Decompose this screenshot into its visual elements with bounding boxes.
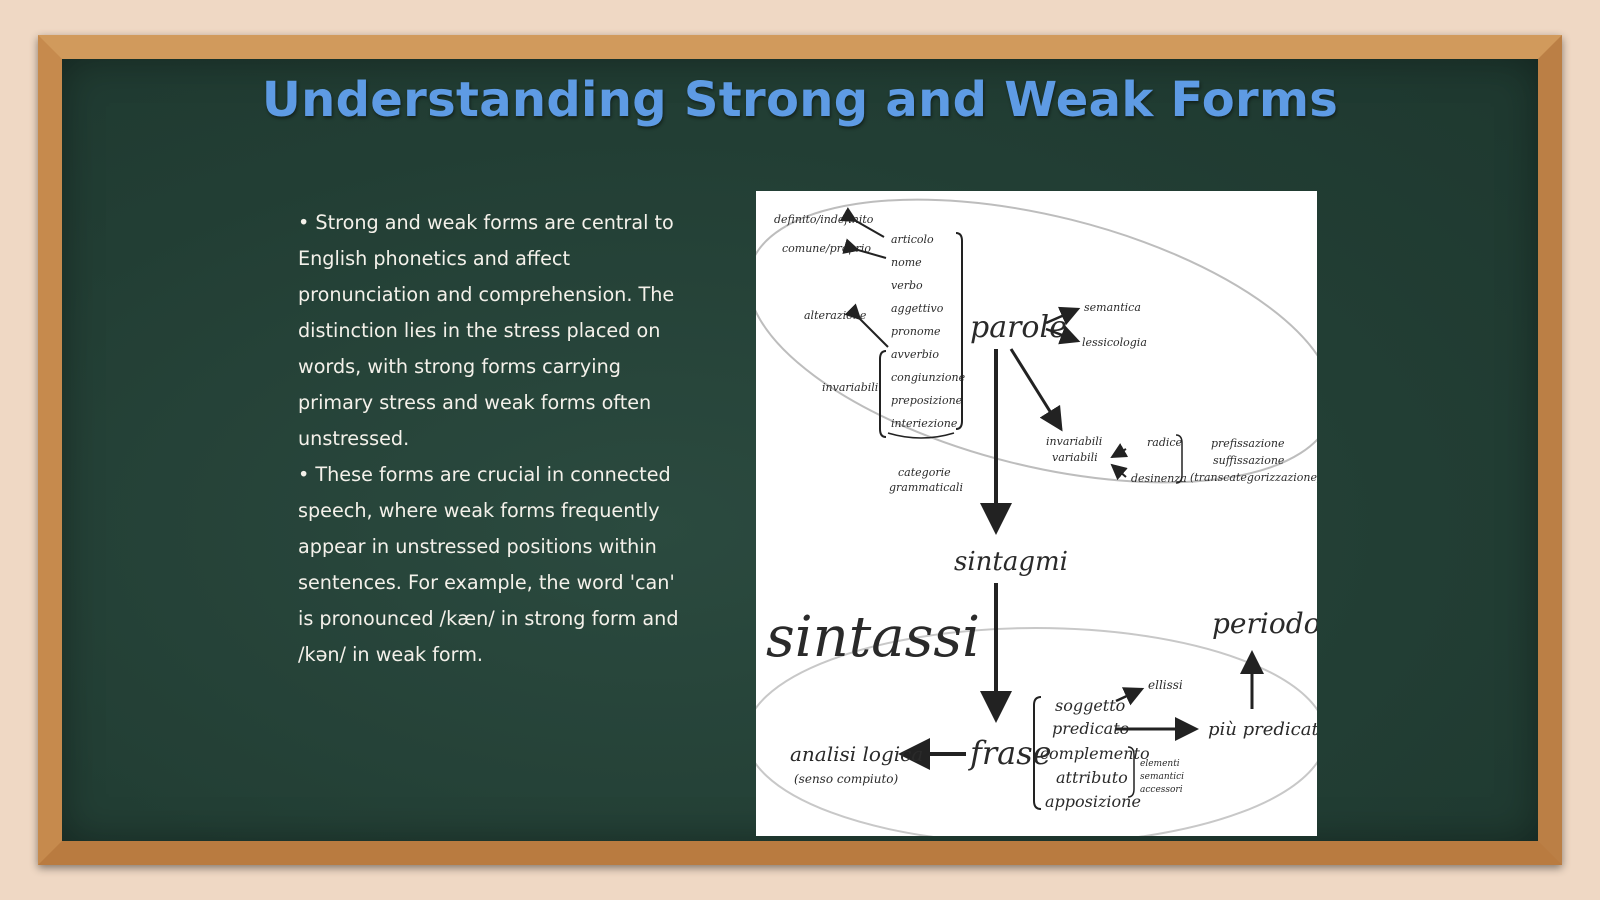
word-class-item: avverbio (891, 348, 939, 361)
frase-part: attributo (1056, 768, 1128, 787)
word-class-item: interiezione (891, 417, 958, 430)
slide-body: • Strong and weak forms are central to E… (298, 205, 688, 673)
label-sintagmi: sintagmi (954, 547, 1068, 577)
slide-title: Understanding Strong and Weak Forms (261, 72, 1339, 128)
label-prefissazione: prefissazione (1211, 437, 1285, 450)
label-alterazione: alterazione (804, 309, 867, 322)
grammar-diagram-image: definito/indefinito comune/proprio alter… (756, 191, 1317, 836)
word-class-item: articolo (891, 233, 934, 246)
word-class-list: articolo nome verbo aggettivo pronome av… (891, 233, 966, 430)
label-piu-predicati: più predicati (1208, 719, 1317, 740)
label-frase: frase (968, 734, 1052, 772)
label-desinenza: desinenza (1131, 472, 1187, 485)
word-class-item: preposizione (891, 394, 963, 407)
label-semantici: semantici (1140, 772, 1184, 782)
label-lessicologia: lessicologia (1082, 336, 1147, 349)
label-radice: radice (1147, 436, 1183, 449)
label-parole: parole (970, 310, 1067, 345)
frase-part: predicato (1052, 719, 1129, 738)
label-grammaticali: grammaticali (889, 481, 963, 494)
word-class-item: aggettivo (891, 302, 944, 315)
frase-part: complemento (1040, 744, 1150, 763)
frase-part: apposizione (1045, 792, 1141, 811)
word-class-item: nome (891, 256, 922, 269)
label-semantica: semantica (1084, 301, 1141, 314)
bottom-oval (756, 627, 1317, 836)
label-comune: comune/proprio (782, 242, 871, 255)
label-analisi-logica: analisi logica (790, 742, 923, 766)
top-oval (756, 198, 1317, 484)
bullet-1: • Strong and weak forms are central to E… (298, 211, 675, 450)
label-invariabili-right: invariabili (1046, 435, 1102, 448)
label-periodo: periodo (1212, 607, 1317, 640)
label-categorie: categorie (898, 466, 951, 479)
label-transcategorizzazione: (transcategorizzazione) (1190, 471, 1317, 484)
word-class-item: pronome (891, 325, 941, 338)
label-invariabili-left: invariabili (822, 381, 878, 394)
label-definito: definito/indefinito (774, 213, 874, 226)
label-sintassi: sintassi (766, 605, 980, 670)
label-accessori: accessori (1140, 785, 1183, 795)
label-ellissi: ellissi (1148, 678, 1183, 692)
grammar-diagram-svg: definito/indefinito comune/proprio alter… (756, 198, 1317, 836)
bullet-2: • These forms are crucial in connected s… (298, 463, 679, 666)
label-elementi: elementi (1140, 759, 1180, 769)
label-suffissazione: suffissazione (1213, 454, 1285, 467)
label-variabili: variabili (1052, 451, 1098, 464)
word-class-item: verbo (891, 279, 923, 292)
frase-part: soggetto (1055, 696, 1125, 715)
word-class-item: congiunzione (891, 371, 966, 384)
label-senso-compiuto: (senso compiuto) (794, 772, 898, 786)
